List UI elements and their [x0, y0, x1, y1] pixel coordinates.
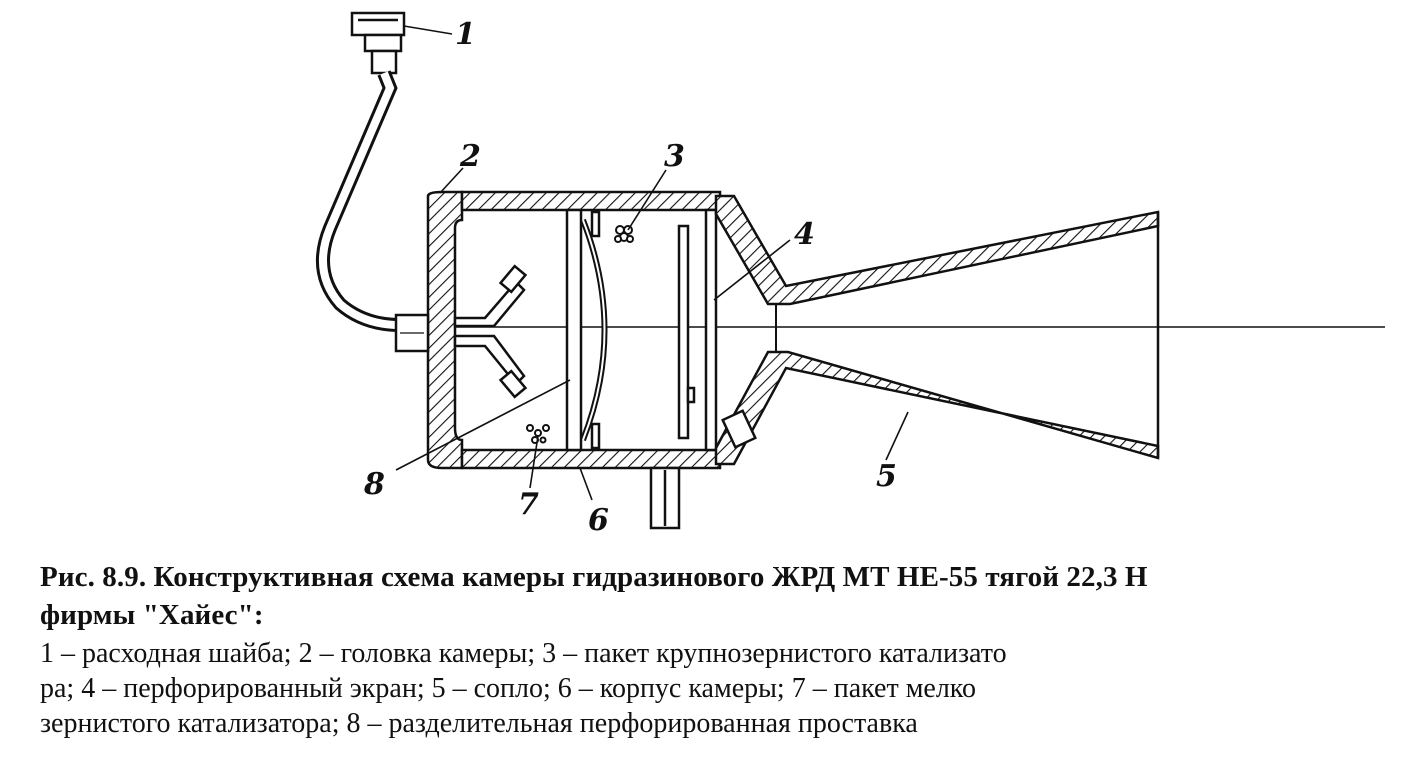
callout-4: 4: [794, 217, 815, 252]
leader-lines: [395, 25, 909, 501]
catalyst-coarse-pellets: [614, 225, 634, 243]
caption-legend-line-1: 1 – расходная шайба; 2 – головка камеры;…: [40, 638, 1007, 669]
callout-3: 3: [664, 139, 685, 174]
callout-5: 5: [876, 459, 897, 494]
drain-pipe: [649, 466, 681, 530]
catalyst-fine-pellets: [526, 424, 550, 444]
caption-title-line-2: фирмы "Хайес":: [40, 599, 264, 631]
nozzle-upper-wall: [714, 194, 1160, 306]
caption-legend-line-2: ра; 4 – перфорированный экран; 5 – сопло…: [40, 673, 976, 704]
callout-2: 2: [459, 139, 481, 174]
figure-caption: Рис. 8.9. Конструктивная схема камеры ги…: [40, 558, 1390, 741]
flow-washer: [350, 11, 406, 75]
injector-manifold: [453, 264, 528, 399]
sensor-port: [721, 409, 757, 449]
chamber-body-top: [460, 190, 722, 212]
caption-title-line-1: Рис. 8.9. Конструктивная схема камеры ги…: [40, 561, 1148, 593]
catalyst-bed-internals: [565, 208, 718, 452]
caption-legend-line-3: зернистого катализатора; 8 – разделитель…: [40, 708, 918, 739]
callout-8: 8: [363, 467, 385, 502]
thruster-chamber-diagram: 1 2 3 4 5 6 7 8: [315, 11, 1385, 538]
nozzle-lower-wall: [714, 350, 1160, 466]
chamber-head: [426, 190, 464, 470]
callout-1: 1: [455, 17, 476, 52]
callout-6: 6: [588, 503, 609, 538]
chamber-body-bottom: [460, 448, 722, 470]
feed-tube: [315, 70, 401, 332]
callout-7: 7: [518, 487, 539, 522]
